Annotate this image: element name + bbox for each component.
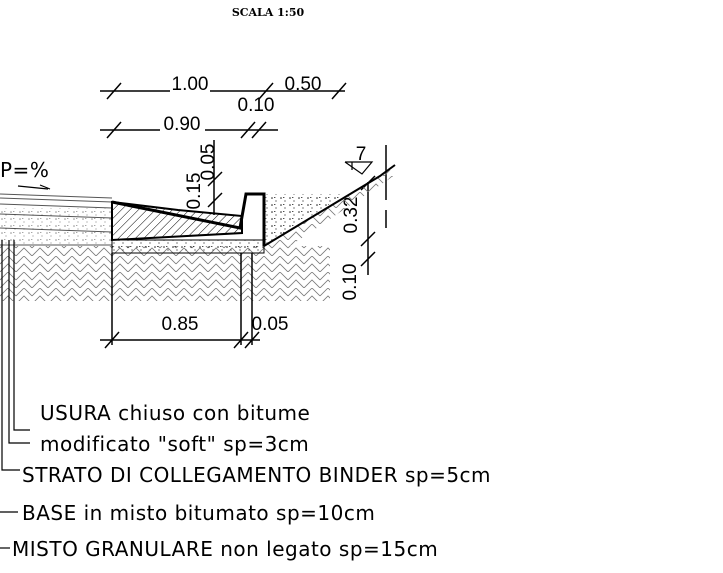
dim-0-90: 0.90 (164, 114, 201, 135)
scale-label: SCALA 1:50 (232, 6, 305, 19)
concrete-base (111, 239, 265, 254)
bottom-dimension-lines (100, 253, 260, 349)
dim-0-85: 0.85 (162, 314, 199, 335)
slope-label: P=% (0, 158, 49, 182)
top-dimension-chains (100, 82, 347, 139)
legend-usura-line1: USURA chiuso con bitume (40, 401, 310, 425)
slope-arrow (17, 184, 51, 190)
legend-usura-line2: modificato "soft" sp=3cm (40, 432, 309, 456)
dim-0-15-vert: 0.15 (184, 173, 205, 210)
dim-0-05-bottom: 0.05 (252, 314, 289, 335)
dim-1-00: 1.00 (172, 74, 209, 95)
hatched-kerb-body (111, 200, 243, 242)
leader-lines (0, 240, 30, 549)
legend-base: BASE in misto bitumato sp=10cm (22, 501, 375, 525)
slope-triangle-icon (344, 161, 374, 175)
dim-0-10-top: 0.10 (238, 95, 275, 116)
pavement-fill (0, 208, 112, 245)
vertical-dimension-lines (207, 140, 387, 275)
dim-0-50: 0.50 (285, 74, 322, 95)
legend-binder: STRATO DI COLLEGAMENTO BINDER sp=5cm (22, 463, 491, 487)
subgrade-ground (0, 246, 330, 301)
triangle-label: 7 (356, 144, 367, 165)
dim-0-10-vert: 0.10 (340, 264, 361, 301)
legend-misto: MISTO GRANULARE non legato sp=15cm (12, 537, 438, 561)
verge-slope (263, 164, 396, 247)
